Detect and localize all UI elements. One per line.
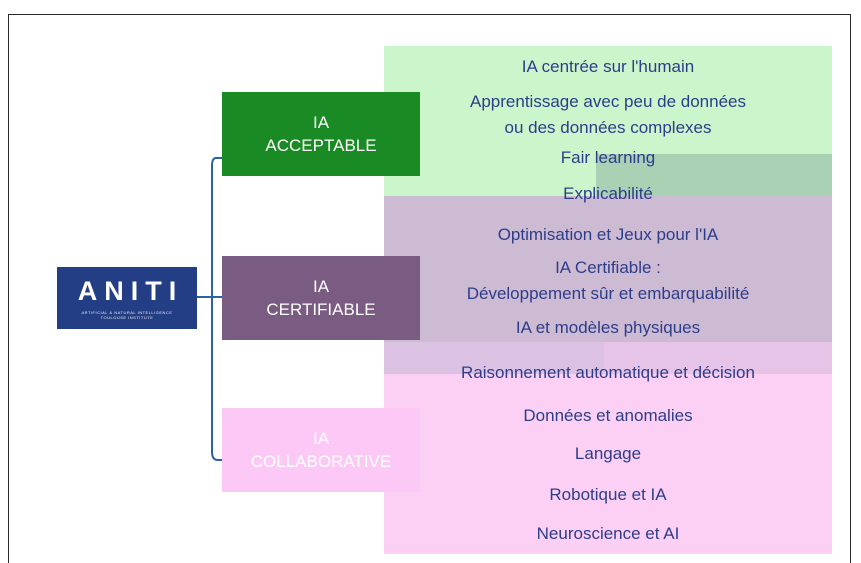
topic-certifiable-ai: IA Certifiable : [555,258,661,277]
certifiable-overlap-region-right [604,342,832,374]
topic-human-centered-ai: IA centrée sur l'humain [521,57,695,76]
slide-frame [8,14,851,563]
topic-explainability: Explicabilité [563,184,653,203]
topic-safe-development: Développement sûr et embarquabilité [466,284,750,303]
category-label-prefix: IA [312,113,330,132]
logo-subtitle: ARTIFICIAL & NATURAL INTELLIGENCE TOULOU… [82,310,173,320]
category-acceptable: IA ACCEPTABLE [222,92,420,176]
topic-few-data-learning: Apprentissage avec peu de données [470,92,746,111]
category-label: ACCEPTABLE [265,136,377,155]
logo-subtitle-line1: ARTIFICIAL & NATURAL INTELLIGENCE [81,310,173,315]
certifiable-overlap-region [384,342,604,374]
topic-language: Langage [574,444,642,463]
topic-robotics: Robotique et IA [549,485,667,504]
topic-optimisation-games: Optimisation et Jeux pour l'IA [497,225,719,244]
logo-word: ANITI [77,276,184,306]
logo-subtitle-line2: TOULOUSE INSTITUTE [100,315,154,320]
topic-few-data-learning-line2: ou des données complexes [504,118,712,137]
topic-neuroscience: Neuroscience et AI [536,524,680,543]
aniti-logo: ANITI ARTIFICIAL & NATURAL INTELLIGENCE … [57,267,197,329]
collaborative-region [384,374,832,554]
topic-physical-models: IA et modèles physiques [515,318,701,337]
topic-automated-reasoning: Raisonnement automatique et décision [461,363,755,382]
category-label-prefix: IA [312,429,330,448]
category-label-prefix: IA [312,277,330,296]
topic-data-anomalies: Données et anomalies [523,406,693,425]
category-collaborative: IA COLLABORATIVE [222,408,420,492]
category-label: CERTIFIABLE [266,300,376,319]
topic-fair-learning: Fair learning [560,148,656,167]
category-label: COLLABORATIVE [250,452,392,471]
acceptable-overlap-region [596,154,832,196]
category-certifiable: IA CERTIFIABLE [222,256,420,340]
